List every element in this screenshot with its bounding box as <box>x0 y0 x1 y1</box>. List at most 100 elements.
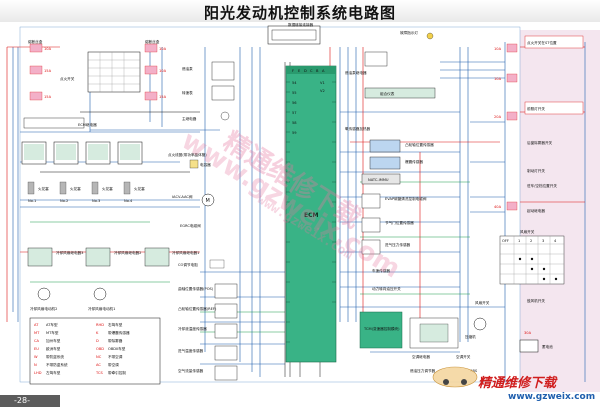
mil-label: 故障指示灯 <box>400 30 418 35</box>
spark-plug-label-1: 火花塞 <box>38 186 49 191</box>
start-relay-label: 起动继电器 <box>527 208 545 213</box>
starter-signal-label: 点火开关在ST位置 <box>527 40 557 45</box>
ecm-block <box>285 65 337 363</box>
mil-lamp-icon <box>426 32 434 40</box>
fuse-label-7: 10A <box>494 77 502 81</box>
legend-text-3: 欧洲车型 <box>46 346 61 351</box>
fan-motor-2-label: 冷却风扇电动机2 <box>30 306 57 311</box>
cyl-label-2: No.2 <box>60 199 68 203</box>
pin-label-5: A <box>322 69 325 73</box>
legend-text-7: 右驾车型 <box>108 322 123 327</box>
combination-meter <box>364 87 436 99</box>
motor-m-label: M <box>206 198 210 204</box>
legend-text-4: 带防盗系统 <box>46 354 64 359</box>
condenser-label: 电容器 <box>200 162 211 167</box>
fan-relays <box>27 247 170 267</box>
fuel-pump-label: 燃油泵 <box>182 66 193 71</box>
diag-connector <box>267 25 321 45</box>
legend-text-12: 带空调 <box>108 362 119 367</box>
pin-label-1: E <box>298 69 301 73</box>
fuel-pump-group <box>211 61 235 101</box>
vss-label: 车速传感器 <box>372 268 390 273</box>
ecm-relay-label: ECM继电器 <box>78 122 97 127</box>
fan-table-title: 风扇开关 <box>520 229 535 234</box>
legend-code-2: CA <box>34 339 40 343</box>
fan-motor-1-label: 冷却风扇电动机1 <box>88 306 115 311</box>
fuel-pressure-label: 燃油压力调节器 <box>410 368 436 373</box>
fan-relay-2-label: 冷却风扇继电器2 <box>114 250 141 255</box>
ref-sensor-label: 凸轮轴位置传感器(REF) <box>178 306 217 311</box>
watermark-logo: 精通维修下载 <box>478 376 557 391</box>
fuse-label-2: 15A <box>44 95 52 99</box>
tcm-block <box>359 311 403 349</box>
fuse-label-0: 10A <box>44 47 52 51</box>
legend-text-1: MT车型 <box>46 330 59 335</box>
pin-label-12: 58 <box>292 121 297 125</box>
footer-bar <box>0 395 60 407</box>
spark-plug-label-2: 火花塞 <box>70 186 81 191</box>
wiring-diagram: ECM 数据链接连接器 熔断丝盒 熔断丝盒 <box>0 22 600 395</box>
lower-sensors <box>214 283 238 381</box>
pin-label-3: C <box>310 69 313 73</box>
fan-table-header-1: 1 <box>518 239 520 243</box>
pin-label-10: 56 <box>292 101 297 105</box>
fuse-label-9: 40A <box>494 205 502 209</box>
legend-text-10: OBDII车型 <box>108 346 126 351</box>
legend-code-7: RHD <box>96 323 104 327</box>
legend-code-11: NC <box>96 355 102 359</box>
heater-fan-label: 鼓风机开关 <box>527 298 545 303</box>
ecm-relay <box>23 117 85 129</box>
legend-code-5: N <box>34 363 37 367</box>
legend-code-13: TCS <box>95 371 103 375</box>
page-title: 阳光发动机控制系统电路图 <box>203 4 396 22</box>
legend-box <box>29 317 161 385</box>
evap-valve <box>361 193 381 209</box>
pin-label-8: 54 <box>292 81 297 85</box>
fan-table-header-3: 3 <box>542 239 544 243</box>
cmp-sensor <box>369 139 401 153</box>
fuse-label-3: 10A <box>159 47 167 51</box>
ign-switch-label: 点火开关 <box>60 76 75 81</box>
map-sensor <box>361 239 381 255</box>
watermark-car-icon <box>432 366 478 388</box>
iacv-motor-icon <box>201 193 215 207</box>
fan-relay-1-label: 冷却风扇继电器1 <box>172 250 199 255</box>
legend-text-13: 带牵引控制 <box>108 370 126 375</box>
rear-defog-label: 后窗除雾器开关 <box>527 140 553 145</box>
pin-label-7: V2 <box>320 89 325 93</box>
title-bar <box>0 0 600 22</box>
egrc-label: EGRC电磁阀 <box>180 223 201 228</box>
legend-text-9: 带除雾器 <box>108 338 123 343</box>
map-sensor-label: 进气压力传感器 <box>385 242 411 247</box>
natc-label: NATC-IMMU <box>368 178 389 182</box>
legend-code-0: AT <box>34 323 39 327</box>
co-adjust-label: CO调节电阻 <box>178 262 198 267</box>
legend-entries: AT AT车型 MT MT车型 CA 加州车型 EU 欧洲车型 W 带防盗系统 … <box>34 322 130 375</box>
spark-plugs <box>27 181 131 195</box>
fuse-box-label: 熔断丝盒 <box>28 39 43 44</box>
fuse-label-10: 30A <box>524 331 532 335</box>
fuse-label-8: 20A <box>494 115 502 119</box>
ign-switch-block <box>87 51 141 93</box>
fan-table-header-4: 4 <box>554 239 557 243</box>
spark-plug-label-4: 火花塞 <box>134 186 145 191</box>
pin-label-6: V1 <box>320 81 325 85</box>
knock-sensor-label: 爆震传感器 <box>405 159 423 164</box>
spark-plug-label-3: 火花塞 <box>102 186 113 191</box>
legend-code-8: K <box>96 331 99 335</box>
compressor-label: 压缩机 <box>465 334 476 339</box>
fuse-label-1: 15A <box>44 69 52 73</box>
legend-code-6: LHD <box>34 371 42 375</box>
headlamp-box <box>524 101 584 115</box>
battery-label: 蓄电池 <box>542 344 553 349</box>
abs-label: ABS <box>470 369 478 373</box>
legend-code-12: AC <box>96 363 101 367</box>
cyl-label-4: No.4 <box>124 199 133 203</box>
natc-box <box>361 173 401 185</box>
maf-sensor-label: 空气流量传感器 <box>178 368 204 373</box>
park-switch-label: 驻车/空档位置开关 <box>527 183 557 188</box>
combination-meter-label: 组合仪表 <box>380 91 395 96</box>
fuse-boxes-left <box>29 43 158 101</box>
ign-coil-label: 点火线圈(带功率晶体管) <box>168 152 207 157</box>
